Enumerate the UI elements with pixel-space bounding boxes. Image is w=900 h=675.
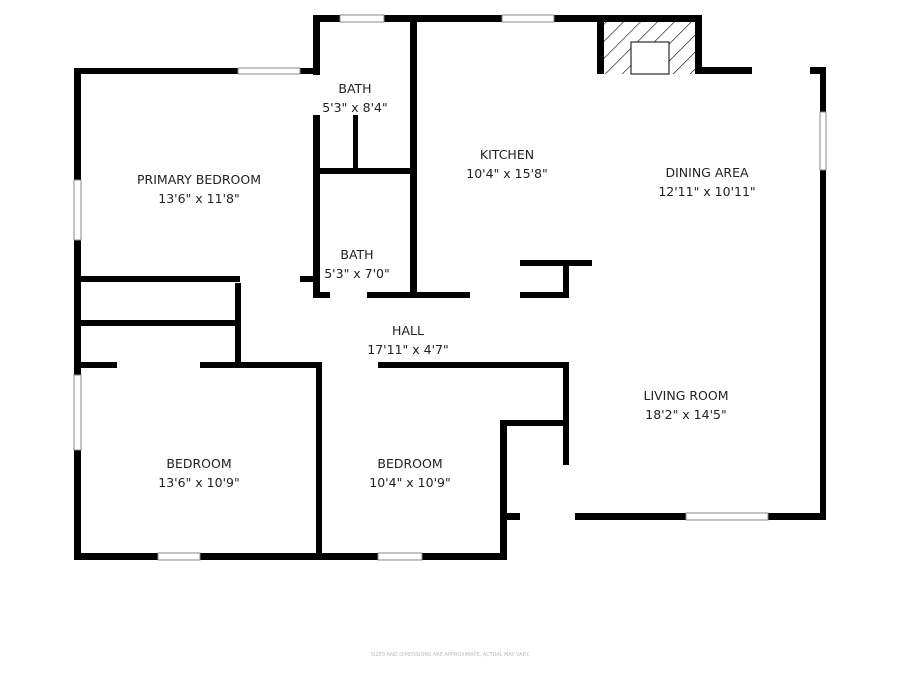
room-bedroom-1: BEDROOM 13'6" x 10'9" xyxy=(158,454,239,492)
room-name: BATH xyxy=(340,247,374,262)
room-name: BATH xyxy=(338,81,372,96)
room-size: 17'11" x 4'7" xyxy=(367,342,449,357)
room-size: 18'2" x 14'5" xyxy=(645,407,727,422)
windows xyxy=(73,14,827,561)
room-primary-bedroom: PRIMARY BEDROOM 13'6" x 11'8" xyxy=(137,170,261,208)
room-size: 5'3" x 7'0" xyxy=(324,266,390,281)
room-hall: HALL 17'11" x 4'7" xyxy=(367,321,448,359)
room-name: DINING AREA xyxy=(665,165,749,180)
room-dining-area: DINING AREA 12'11" x 10'11" xyxy=(658,163,755,201)
room-living-room: LIVING ROOM 18'2" x 14'5" xyxy=(643,386,728,424)
room-size: 5'3" x 8'4" xyxy=(322,100,388,115)
room-name: PRIMARY BEDROOM xyxy=(137,172,261,187)
room-name: BEDROOM xyxy=(166,456,232,471)
room-name: KITCHEN xyxy=(479,147,535,162)
room-name: LIVING ROOM xyxy=(643,388,729,403)
room-name: BEDROOM xyxy=(377,456,443,471)
room-bath-1: BATH 5'3" x 8'4" xyxy=(322,79,388,117)
room-name: HALL xyxy=(392,323,424,338)
room-size: 12'11" x 10'11" xyxy=(658,184,756,199)
disclaimer: SIZES AND DIMENSIONS ARE APPROXIMATE, AC… xyxy=(370,652,530,658)
room-size: 10'4" x 10'9" xyxy=(369,475,451,490)
room-size: 13'6" x 11'8" xyxy=(158,191,240,206)
room-size: 13'6" x 10'9" xyxy=(158,475,240,490)
room-size: 10'4" x 15'8" xyxy=(466,166,548,181)
room-bath-2: BATH 5'3" x 7'0" xyxy=(324,245,390,283)
fireplace xyxy=(630,41,670,75)
room-bedroom-2: BEDROOM 10'4" x 10'9" xyxy=(369,454,450,492)
room-kitchen: KITCHEN 10'4" x 15'8" xyxy=(466,145,547,183)
